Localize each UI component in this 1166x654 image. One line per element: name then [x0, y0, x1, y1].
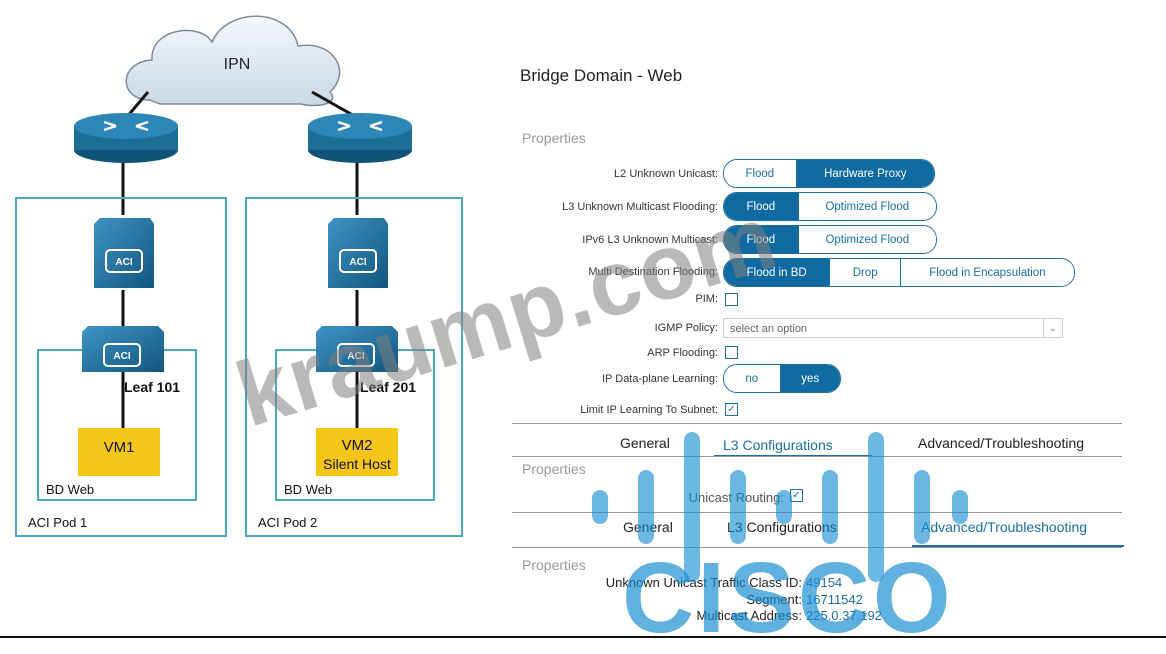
aci-icon-text: ACI	[113, 351, 130, 362]
chevron-down-icon[interactable]: ⌄	[1043, 319, 1062, 337]
option-drop[interactable]: Drop	[829, 259, 900, 286]
tab-l3-configurations[interactable]: L3 Configurations	[723, 437, 833, 453]
traffic-class-id-value: 49154	[806, 575, 843, 590]
option-flood[interactable]: Flood	[724, 226, 798, 253]
multicast-address-value: 225.0.37.192	[806, 608, 882, 623]
cisco-logo-bar	[776, 490, 792, 524]
tab-general[interactable]: General	[620, 435, 670, 451]
igmp-policy-label: IGMP Policy:	[654, 322, 718, 334]
option-flood-in-encapsulation[interactable]: Flood in Encapsulation	[899, 259, 1074, 286]
pod-1-box	[15, 197, 227, 537]
bd-web-box-1	[37, 349, 197, 501]
vm2-label: VM2	[342, 437, 373, 454]
aci-spine-icon	[94, 218, 154, 288]
pim-label: PIM:	[695, 293, 718, 305]
cisco-logo-bar	[822, 470, 838, 544]
option-optimized-flood[interactable]: Optimized Flood	[797, 226, 936, 253]
aci-icon-text: ACI	[347, 351, 364, 362]
aci-spine-icon	[328, 218, 388, 288]
traffic-class-id-label: Unknown Unicast Traffic Class ID:	[605, 575, 802, 590]
cisco-logo-bar	[684, 432, 700, 582]
router-icon	[308, 113, 412, 163]
segment-value: 16711542	[806, 592, 863, 607]
tab-active-indicator	[912, 545, 1124, 547]
pod-2-box	[245, 197, 463, 537]
l2-unknown-unicast-toggle[interactable]: Flood Hardware Proxy	[723, 159, 935, 188]
option-optimized-flood[interactable]: Optimized Flood	[797, 193, 936, 220]
vm1-label: VM1	[104, 439, 135, 456]
limit-ip-learning-label: Limit IP Learning To Subnet:	[580, 404, 718, 416]
multi-destination-flooding-toggle[interactable]: Flood in BD Drop Flood in Encapsulation	[723, 258, 1075, 287]
vm2-box	[316, 428, 398, 476]
cisco-logo-bar	[952, 490, 968, 524]
multicast-address-label: Multicast Address:	[696, 608, 803, 623]
option-no[interactable]: no	[724, 365, 780, 392]
l3-unknown-multicast-toggle[interactable]: Flood Optimized Flood	[723, 192, 937, 221]
option-yes[interactable]: yes	[779, 365, 840, 392]
option-hardware-proxy[interactable]: Hardware Proxy	[795, 160, 934, 187]
tab-divider	[512, 456, 1122, 457]
arp-flooding-label: ARP Flooding:	[647, 347, 718, 359]
option-flood[interactable]: Flood	[724, 160, 796, 187]
ip-dataplane-learning-label: IP Data-plane Learning:	[602, 373, 718, 385]
ipv6-l3-unknown-multicast-toggle[interactable]: Flood Optimized Flood	[723, 225, 937, 254]
pod-1-label: ACI Pod 1	[28, 515, 87, 530]
aci-leaf-icon	[82, 326, 164, 372]
tab-divider	[512, 547, 1122, 548]
ipv6-l3-unknown-multicast-label: IPv6 L3 Unknown Multicast:	[582, 234, 718, 246]
l3-unknown-multicast-label: L3 Unknown Multicast Flooding:	[562, 201, 718, 213]
aci-leaf-icon	[316, 326, 398, 372]
igmp-policy-placeholder: select an option	[730, 323, 808, 335]
ipn-label: IPN	[224, 56, 251, 73]
option-flood[interactable]: Flood	[724, 193, 798, 220]
panel-title: Bridge Domain - Web	[520, 66, 683, 85]
cisco-logo-bar	[730, 470, 746, 544]
bd-web-label: BD Web	[284, 482, 332, 497]
bd-web-label: BD Web	[46, 482, 94, 497]
ip-dataplane-learning-toggle[interactable]: no yes	[723, 364, 841, 393]
cisco-logo-bar	[592, 490, 608, 524]
limit-ip-learning-checkbox[interactable]: ✓	[725, 403, 738, 416]
properties-heading: Properties	[522, 461, 586, 477]
pod-2-label: ACI Pod 2	[258, 515, 317, 530]
aci-icon-text: ACI	[349, 257, 366, 268]
cisco-logo-bar	[914, 470, 930, 544]
tab-divider	[512, 512, 1122, 513]
l2-unknown-unicast-label: L2 Unknown Unicast:	[614, 168, 718, 180]
option-flood-in-bd[interactable]: Flood in BD	[724, 259, 830, 286]
tab-advanced-troubleshooting[interactable]: Advanced/Troubleshooting	[918, 435, 1085, 451]
ipn-cloud	[125, 15, 341, 107]
pim-checkbox[interactable]	[725, 293, 738, 306]
properties-heading: Properties	[522, 130, 586, 146]
router-icon	[74, 113, 178, 163]
segment-label: Segment:	[746, 592, 802, 607]
tab-l3-configurations[interactable]: L3 Configurations	[727, 519, 837, 535]
cisco-logo-bar	[868, 432, 884, 582]
cisco-watermark: CISCO	[622, 542, 954, 654]
multi-destination-flooding-label: Multi Destination Flooding:	[588, 266, 718, 278]
igmp-policy-select[interactable]: select an option ⌄	[723, 318, 1063, 338]
arp-flooding-checkbox[interactable]	[725, 346, 738, 359]
topology-diagram: IPN	[0, 15, 1166, 638]
tab-advanced-troubleshooting[interactable]: Advanced/Troubleshooting	[921, 519, 1088, 535]
leaf-101-label: Leaf 101	[124, 379, 180, 395]
vm1-box	[78, 428, 160, 476]
tab-divider	[512, 423, 1122, 424]
leaf-201-label: Leaf 201	[360, 379, 416, 395]
cisco-logo-bar	[638, 470, 654, 544]
aci-icon-text: ACI	[115, 257, 132, 268]
vm2-sublabel: Silent Host	[323, 456, 391, 472]
properties-heading: Properties	[522, 557, 586, 573]
